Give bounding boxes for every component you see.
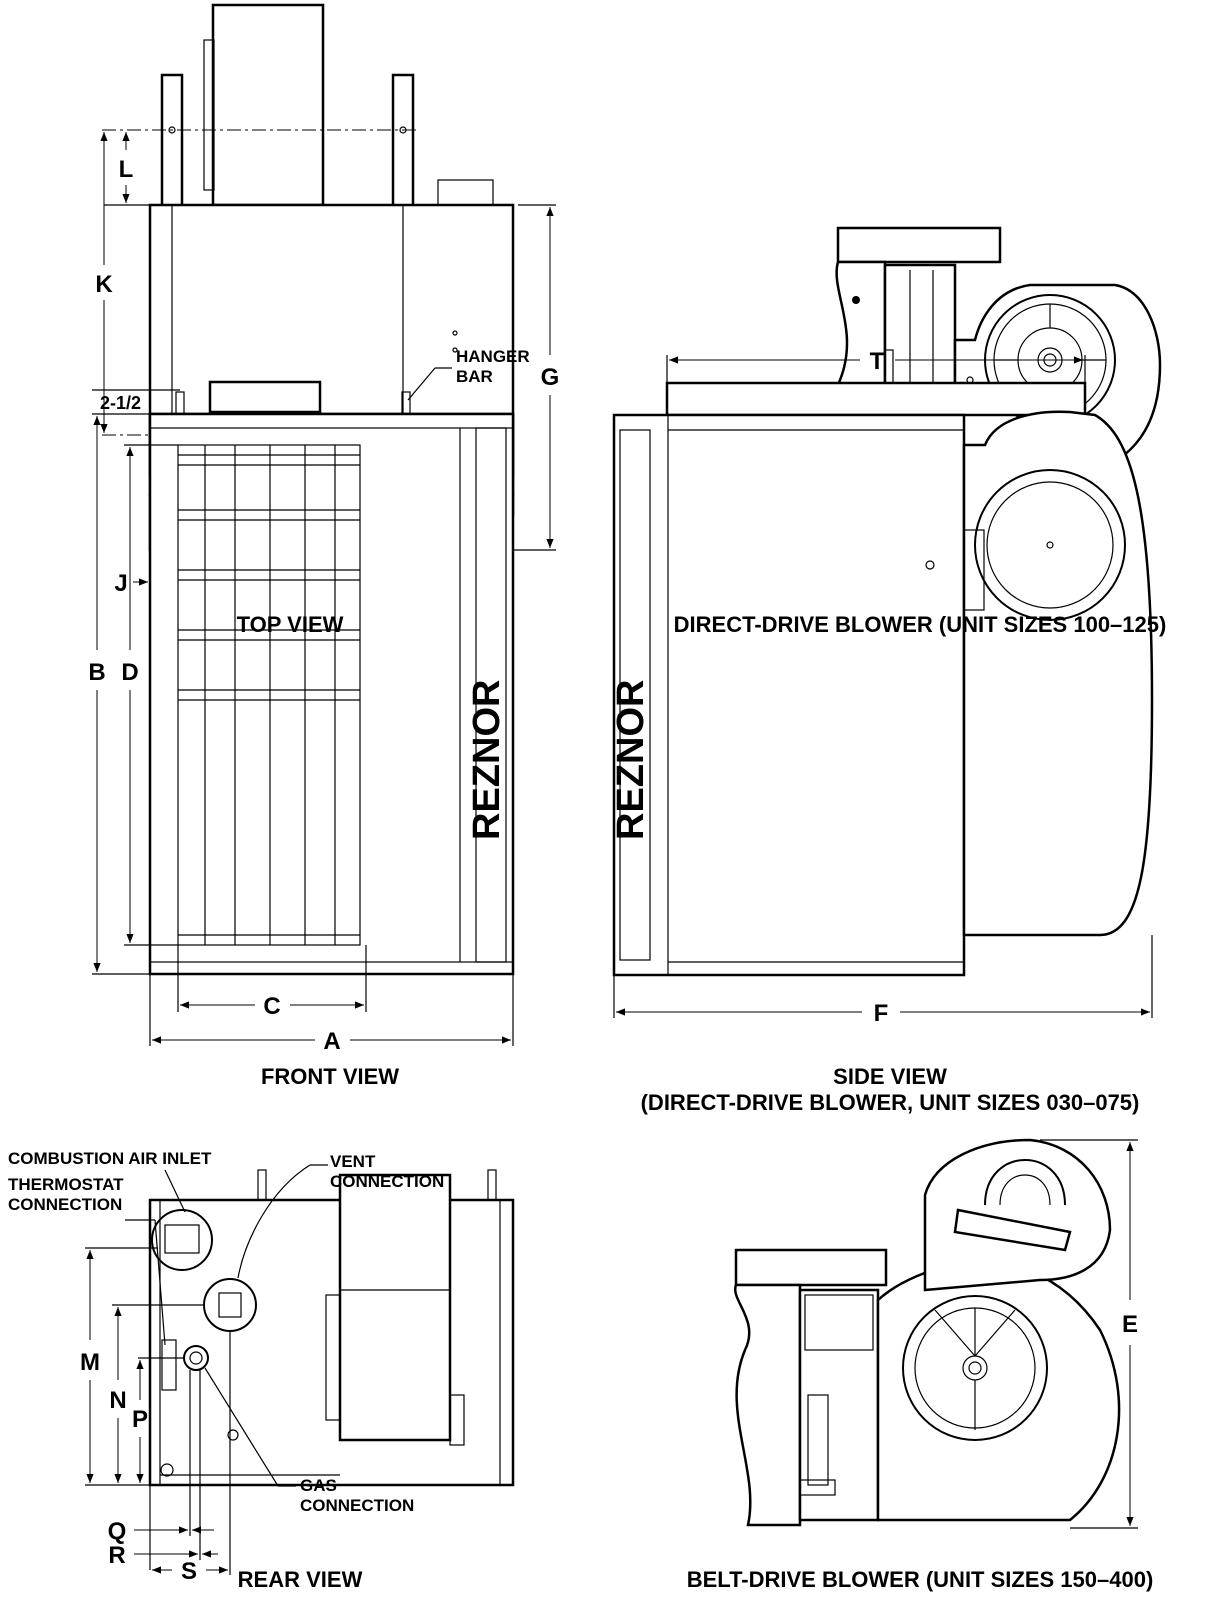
front-louvers — [177, 444, 361, 946]
vent-connection-label-2: CONNECTION — [330, 1172, 444, 1191]
gas-connection-label-1: GAS — [300, 1476, 337, 1495]
thermostat-label-1: THERMOSTAT — [8, 1175, 124, 1194]
top-fitting — [203, 39, 215, 191]
bd-motor-housing — [923, 1138, 1112, 1292]
rear-view-caption: REAR VIEW — [237, 1567, 363, 1592]
dim-P: P — [132, 1406, 148, 1433]
brand-logo-front: REZNOR — [466, 680, 508, 840]
dim-N: N — [109, 1387, 126, 1414]
front-view-caption: FRONT VIEW — [260, 1064, 400, 1089]
side-top-bar — [665, 381, 1087, 417]
dd-top-bar — [836, 226, 1002, 264]
side-blower-wheel — [974, 469, 1126, 621]
bd-blower-wheel — [902, 1295, 1048, 1441]
hanger-bar-label-1: HANGER — [456, 347, 530, 366]
hanger-bar-label-2: BAR — [456, 367, 493, 386]
side-cabinet — [612, 413, 966, 977]
dim-K: K — [95, 271, 113, 298]
side-logo-panel — [619, 429, 651, 961]
dim-2-1-2: 2-1/2 — [100, 393, 141, 413]
side-view-caption-2: (DIRECT-DRIVE BLOWER, UNIT SIZES 030–075… — [640, 1090, 1140, 1115]
dim-T: T — [870, 348, 885, 375]
dim-A: A — [323, 1028, 340, 1055]
front-cabinet — [148, 412, 515, 976]
front-vent-stub — [208, 380, 322, 414]
direct-drive-100-125-caption: DIRECT-DRIVE BLOWER (UNIT SIZES 100–125) — [673, 612, 1167, 637]
bd-top-bar — [734, 1248, 888, 1287]
front-view: REZNOR 2-1/2 B D — [88, 347, 529, 1055]
dim-E: E — [1122, 1311, 1138, 1338]
bd-cabinet — [798, 1288, 880, 1522]
dim-Q: Q — [108, 1518, 127, 1545]
rear-view: M N P Q R S COMBUSTION AIR INLET THERMOS… — [8, 1149, 515, 1585]
side-view-caption-1: SIDE VIEW — [833, 1064, 947, 1089]
dim-D: D — [121, 659, 138, 686]
side-blower-scroll — [962, 410, 1154, 937]
dim-S: S — [181, 1558, 197, 1585]
dim-J: J — [114, 570, 127, 597]
bd-breakline — [733, 1283, 802, 1527]
rear-cabinet — [148, 1198, 515, 1487]
rear-vent-box — [338, 1173, 452, 1442]
top-collar — [437, 179, 494, 206]
gas-connection-label-2: CONNECTION — [300, 1496, 414, 1515]
dim-C: C — [263, 993, 280, 1020]
combustion-air-inlet — [151, 1209, 213, 1271]
thermostat-terminal — [161, 1339, 177, 1391]
side-view: REZNOR T F — [610, 348, 1154, 1027]
dim-R: R — [108, 1542, 125, 1569]
bd-motor-base — [953, 1208, 1072, 1252]
top-view-caption: TOP VIEW — [236, 612, 344, 637]
belt-drive-150-400-caption: BELT-DRIVE BLOWER (UNIT SIZES 150–400) — [686, 1567, 1154, 1592]
dim-F: F — [874, 1000, 889, 1027]
top-vent-box — [211, 3, 325, 207]
thermostat-label-2: CONNECTION — [8, 1195, 122, 1214]
combustion-air-inlet-label: COMBUSTION AIR INLET — [8, 1149, 212, 1168]
vent-connection-label-1: VENT — [330, 1152, 376, 1171]
front-logo-panel — [475, 427, 507, 963]
belt-drive-150-400-view: E — [733, 1138, 1138, 1529]
brand-logo-side: REZNOR — [610, 680, 652, 840]
dim-M: M — [80, 1349, 100, 1376]
dim-B: B — [88, 659, 105, 686]
dim-L: L — [119, 156, 134, 183]
dim-G: G — [541, 364, 560, 391]
